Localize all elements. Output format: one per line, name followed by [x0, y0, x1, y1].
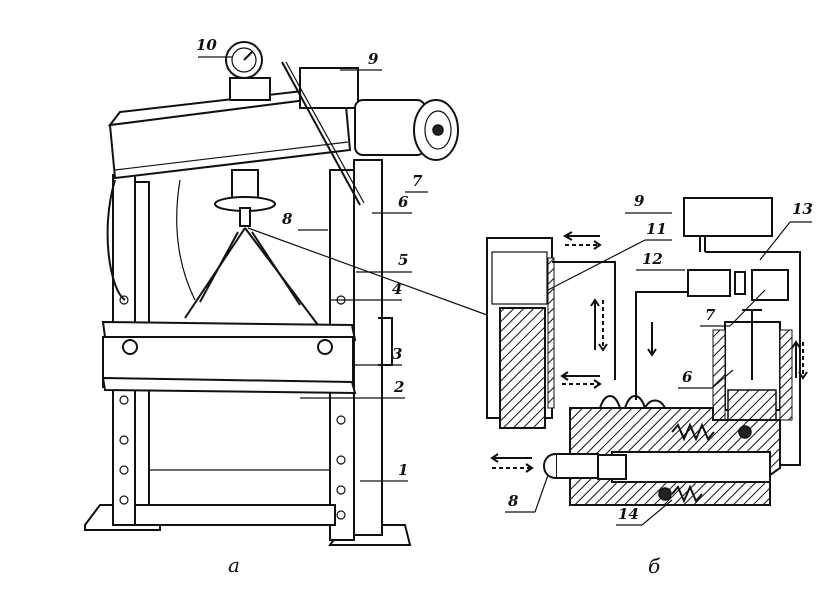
label-3: 3	[392, 345, 402, 363]
label-11-schema: 11	[646, 220, 667, 238]
label-2: 2	[393, 378, 404, 396]
label-12-schema: 12	[642, 250, 663, 268]
right-part-labels: 9 11 13 12 7 6 8 14 б	[508, 192, 813, 578]
label-6: 6	[398, 193, 409, 211]
caption-b: б	[648, 554, 661, 578]
left-part-labels: 10 9 7 6 8 5 4 3 2 1 а	[196, 36, 423, 577]
label-9-schema: 9	[634, 192, 645, 210]
label-8: 8	[282, 210, 293, 228]
label-1: 1	[398, 461, 408, 479]
label-9: 9	[368, 50, 379, 68]
label-7-schema: 7	[705, 306, 716, 324]
left-leader-lines	[198, 56, 488, 482]
press-machine	[84, 41, 459, 546]
label-14-schema: 14	[618, 505, 639, 523]
label-8-schema: 8	[508, 492, 519, 510]
label-6-schema: 6	[682, 368, 693, 386]
label-13-schema: 13	[792, 200, 813, 218]
label-4: 4	[392, 280, 402, 298]
label-7: 7	[412, 172, 423, 190]
right-leader-lines	[505, 212, 812, 526]
label-5: 5	[398, 251, 408, 269]
caption-a: а	[228, 553, 240, 577]
hydraulic-schematic	[486, 197, 808, 506]
label-10: 10	[196, 36, 217, 54]
